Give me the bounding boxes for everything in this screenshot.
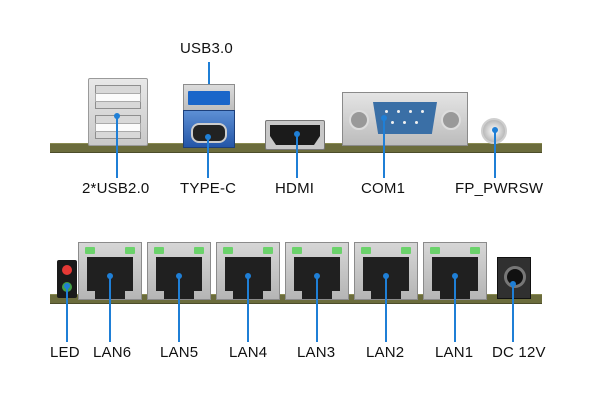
com-leader — [383, 118, 385, 178]
lan1-leader — [454, 276, 456, 342]
typec-label: TYPE-C — [180, 180, 237, 197]
pwr-leader-dot — [492, 127, 498, 133]
lan3-label: LAN3 — [297, 344, 336, 361]
dc-jack-icon — [497, 257, 531, 299]
com-label: COM1 — [361, 180, 406, 197]
dc-label: DC 12V — [492, 344, 546, 361]
lan5-leader — [178, 276, 180, 342]
lan5-label: LAN5 — [160, 344, 199, 361]
typec-leader-dot — [205, 134, 211, 140]
lan3-leader — [316, 276, 318, 342]
type-c-port-icon — [183, 110, 235, 148]
lan3-leader-dot — [314, 273, 320, 279]
dc-leader — [512, 284, 514, 342]
lan1-leader-dot — [452, 273, 458, 279]
lan4-leader — [247, 276, 249, 342]
led-label: LED — [50, 344, 80, 361]
led-red — [62, 265, 72, 275]
com-port-icon — [342, 92, 468, 146]
com-leader-dot — [381, 115, 387, 121]
lan5-leader-dot — [176, 273, 182, 279]
led-leader-dot — [64, 283, 70, 289]
usb2-label: 2*USB2.0 — [82, 180, 150, 197]
pwr-leader — [494, 130, 496, 178]
lan2-leader — [385, 276, 387, 342]
rj45-port-icon — [423, 242, 487, 300]
dc-leader-dot — [510, 281, 516, 287]
hdmi-leader-dot — [294, 131, 300, 137]
usb3-port-icon — [183, 84, 235, 112]
lan6-label: LAN6 — [93, 344, 132, 361]
lan1-label: LAN1 — [435, 344, 474, 361]
hdmi-label: HDMI — [275, 180, 315, 197]
usb3-leader — [208, 62, 210, 88]
usb2-port-icon — [88, 78, 148, 146]
lan4-leader-dot — [245, 273, 251, 279]
usb3-label: USB3.0 — [180, 40, 233, 57]
typec-leader — [207, 137, 209, 178]
hdmi-leader — [296, 134, 298, 178]
pwr-label: FP_PWRSW — [455, 180, 544, 197]
lan4-label: LAN4 — [229, 344, 268, 361]
usb2-leader-dot — [114, 113, 120, 119]
usb2-leader — [116, 116, 118, 178]
lan6-leader — [109, 276, 111, 342]
lan6-leader-dot — [107, 273, 113, 279]
lan2-label: LAN2 — [366, 344, 405, 361]
led-leader — [66, 286, 68, 342]
lan2-leader-dot — [383, 273, 389, 279]
